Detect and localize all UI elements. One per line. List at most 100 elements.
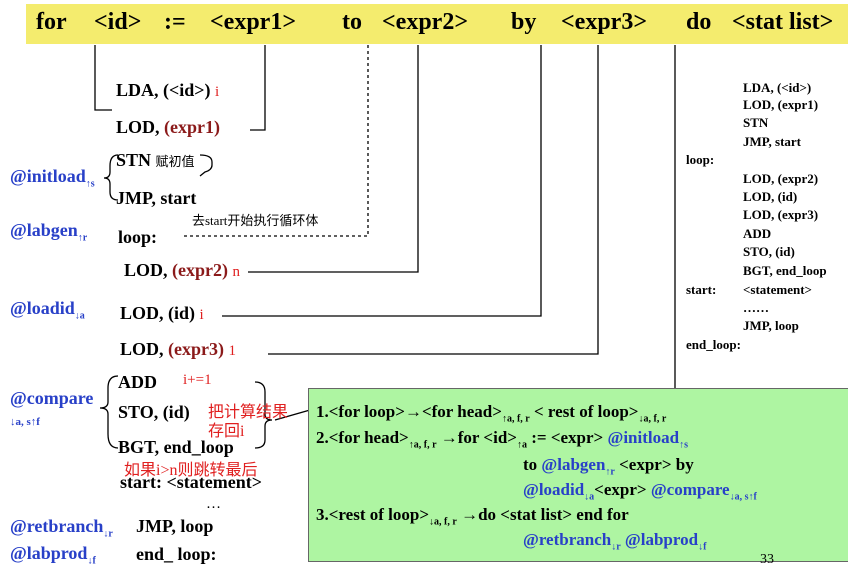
code-lod1-pre: LOD, (116, 117, 165, 137)
rule-3-retbranch-sub: ↓r (611, 541, 621, 553)
code-jmp-note: 去start开始执行循环体 (192, 213, 319, 228)
action-initload-text: @initload (10, 166, 86, 186)
code-sto-note1: 把计算结果 (208, 404, 289, 421)
code-sto: STO, (id) (118, 402, 190, 422)
code-end-loop: end_ loop: (136, 544, 217, 564)
rule-2-labgen: @labgen (541, 455, 606, 474)
rule-2-a: 2.<for head> (316, 428, 409, 447)
header-expr3: <expr3> (561, 9, 648, 35)
action-compare-sub: ↓a, s↑f (10, 416, 40, 428)
brace-stn-note (199, 154, 213, 177)
rule-3-b: →do <stat list> end for (456, 505, 629, 524)
header-do: do (686, 9, 712, 35)
rule-2-labgen-sub: ↑r (605, 466, 615, 478)
right-l2: LOD, (expr1) (743, 97, 819, 112)
line-id-to-lda (94, 45, 112, 111)
rule-2-compare: @compare (650, 480, 730, 499)
rule-2-expr: <expr> (594, 480, 651, 499)
action-loadid-sub: ↓a (74, 310, 85, 322)
code-lod3-pre: LOD, (120, 339, 169, 359)
brace-initload (103, 154, 119, 201)
arrow-to-grammar (274, 409, 311, 421)
rule-2-compare-sub: ↓a, s↑f (729, 491, 757, 503)
code-add-note: i+=1 (183, 372, 212, 388)
header-expr2: <expr2> (382, 9, 469, 35)
code-lda: LDA, (<id>) i (116, 80, 219, 101)
action-compare: @compare (10, 388, 94, 408)
code-lod3-arg: (expr3) (168, 339, 224, 359)
rule-3-sub1: ↓a, f, r (429, 516, 457, 528)
code-lod2-mark: n (232, 264, 241, 280)
action-labgen-text: @labgen (10, 220, 78, 240)
right-l13: …… (743, 300, 769, 315)
action-retbranch-text: @retbranch (10, 516, 104, 536)
rule-2-sub2: ↑a (516, 439, 527, 451)
rule-2-loadid: @loadid (523, 480, 585, 499)
code-lod2-pre: LOD, (124, 260, 173, 280)
rule-3-line2: @retbranch↓r @labprod↓f (523, 530, 706, 552)
action-initload-sub: ↑s (85, 178, 95, 190)
right-l15: end_loop: (686, 337, 741, 352)
brace-compare (99, 375, 119, 449)
rule-2-loadid-sub: ↓a (584, 491, 595, 503)
line-expr1-to-lod (250, 45, 266, 131)
rule-3-labprod: @labprod (624, 530, 699, 549)
code-stn-text: STN (116, 150, 152, 170)
rule-2-sub1: ↑a, f, r (408, 439, 437, 451)
action-labgen: @labgen↑r (10, 220, 87, 244)
code-bgt-note: 如果i>n则跳转最后 (124, 462, 258, 479)
code-loop-label: loop: (118, 227, 158, 247)
grammar-header-bar: for <id> := <expr1> to <expr2> by <expr3… (26, 4, 848, 44)
header-by: by (511, 9, 537, 35)
rule-2-expr-by: <expr> by (614, 455, 694, 474)
code-lod-expr2: LOD, (expr2) n (124, 260, 240, 281)
rule-2-to: to (523, 455, 542, 474)
rule-1-b: < rest of loop> (529, 402, 639, 421)
rule-2: 2.<for head>↑a, f, r →for <id>↑a := <exp… (316, 428, 688, 450)
rule-2-c: := <expr> (526, 428, 608, 447)
line-id-to-lodid (222, 45, 542, 317)
right-l11: BGT, end_loop (743, 263, 827, 278)
right-l7: LOD, (id) (743, 189, 798, 204)
right-l12: start: (686, 282, 717, 297)
header-stat-list: <stat list> (732, 9, 834, 35)
action-labprod-sub: ↓f (87, 555, 96, 567)
action-labgen-sub: ↑r (77, 232, 88, 244)
header-id: <id> (94, 9, 142, 35)
line-expr3-to-lod (268, 45, 599, 355)
rule-3: 3.<rest of loop>↓a, f, r →do <stat list>… (316, 505, 629, 527)
code-lod3-mark: 1 (228, 343, 237, 359)
action-retbranch-sub: ↓r (103, 528, 113, 540)
right-l6: LOD, (expr2) (743, 171, 819, 186)
rule-1-sub2: ↓a, f, r (638, 413, 667, 425)
action-labprod-text: @labprod (10, 543, 88, 563)
line-expr2-to-lod (248, 45, 419, 273)
header-expr1: <expr1> (210, 9, 297, 35)
right-l10: STO, (id) (743, 244, 795, 259)
action-loadid: @loadid↓a (10, 298, 85, 322)
right-l3: STN (743, 115, 769, 130)
rule-2-line2: to @labgen↑r <expr> by (523, 455, 694, 477)
grammar-rules-box (308, 388, 848, 562)
header-to: to (342, 9, 362, 35)
code-lod-id: LOD, (id) i (120, 303, 204, 324)
code-start: start: <statement> (120, 472, 262, 492)
action-labprod: @labprod↓f (10, 543, 96, 567)
code-jmp-loop: JMP, loop (136, 516, 214, 536)
code-stn: STN 赋初值 (116, 150, 195, 171)
right-l1: LDA, (<id>) (743, 80, 812, 95)
right-l9: ADD (743, 226, 772, 241)
action-loadid-text: @loadid (10, 298, 75, 318)
rule-2-sub3: ↑s (679, 439, 688, 451)
code-lod-expr3: LOD, (expr3) 1 (120, 339, 236, 360)
right-l8: LOD, (expr3) (743, 207, 819, 222)
code-bgt: BGT, end_loop (118, 437, 234, 457)
code-sto-note2: 存回i (208, 423, 245, 440)
code-jmp-start: JMP, start (116, 188, 197, 208)
rule-1-a: 1.<for loop>→<for head> (316, 402, 502, 421)
right-l5: loop: (686, 152, 715, 167)
rule-3-labprod-sub: ↓f (698, 541, 707, 553)
header-for: for (36, 9, 67, 35)
code-lod1-arg: (expr1) (164, 117, 220, 137)
